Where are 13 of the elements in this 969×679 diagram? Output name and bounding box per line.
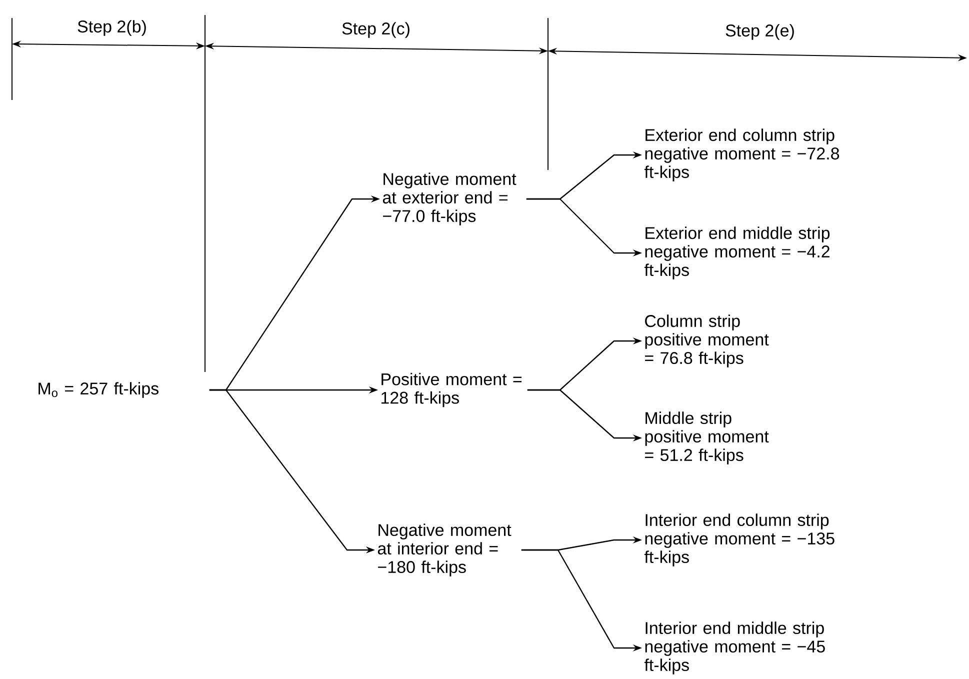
- moment-label: Exterior end column strip negative moment = −72.8 ft-kips: [644, 128, 840, 182]
- step-label: Step 2(e): [726, 24, 794, 40]
- step-label: Step 2(c): [342, 22, 410, 38]
- moment-label: Negative moment at exterior end = −77.0 ft-kips: [382, 172, 516, 226]
- moment-label: Positive moment = 128 ft-kips: [382, 372, 522, 408]
- moment-label: Exterior end middle strip negative moment = −4.2 ft-kips: [644, 226, 830, 280]
- moment-label: Negative moment at interior end = −180 ft-kips: [378, 524, 512, 576]
- moment-label: Interior end column strip negative moment = −135 ft-kips: [644, 514, 834, 566]
- moment-label: Interior end middle strip negative moment = −45 ft-kips: [644, 622, 825, 674]
- moment-label: M$_{o}$ = 257 ft-kips: [38, 382, 158, 398]
- moment-label: Column strip positive moment = 76.8 ft-kips: [645, 314, 769, 368]
- step-label: Step 2(b): [78, 20, 146, 36]
- moment-label: Middle strip positive moment = 51.2 ft-kips: [645, 412, 769, 464]
